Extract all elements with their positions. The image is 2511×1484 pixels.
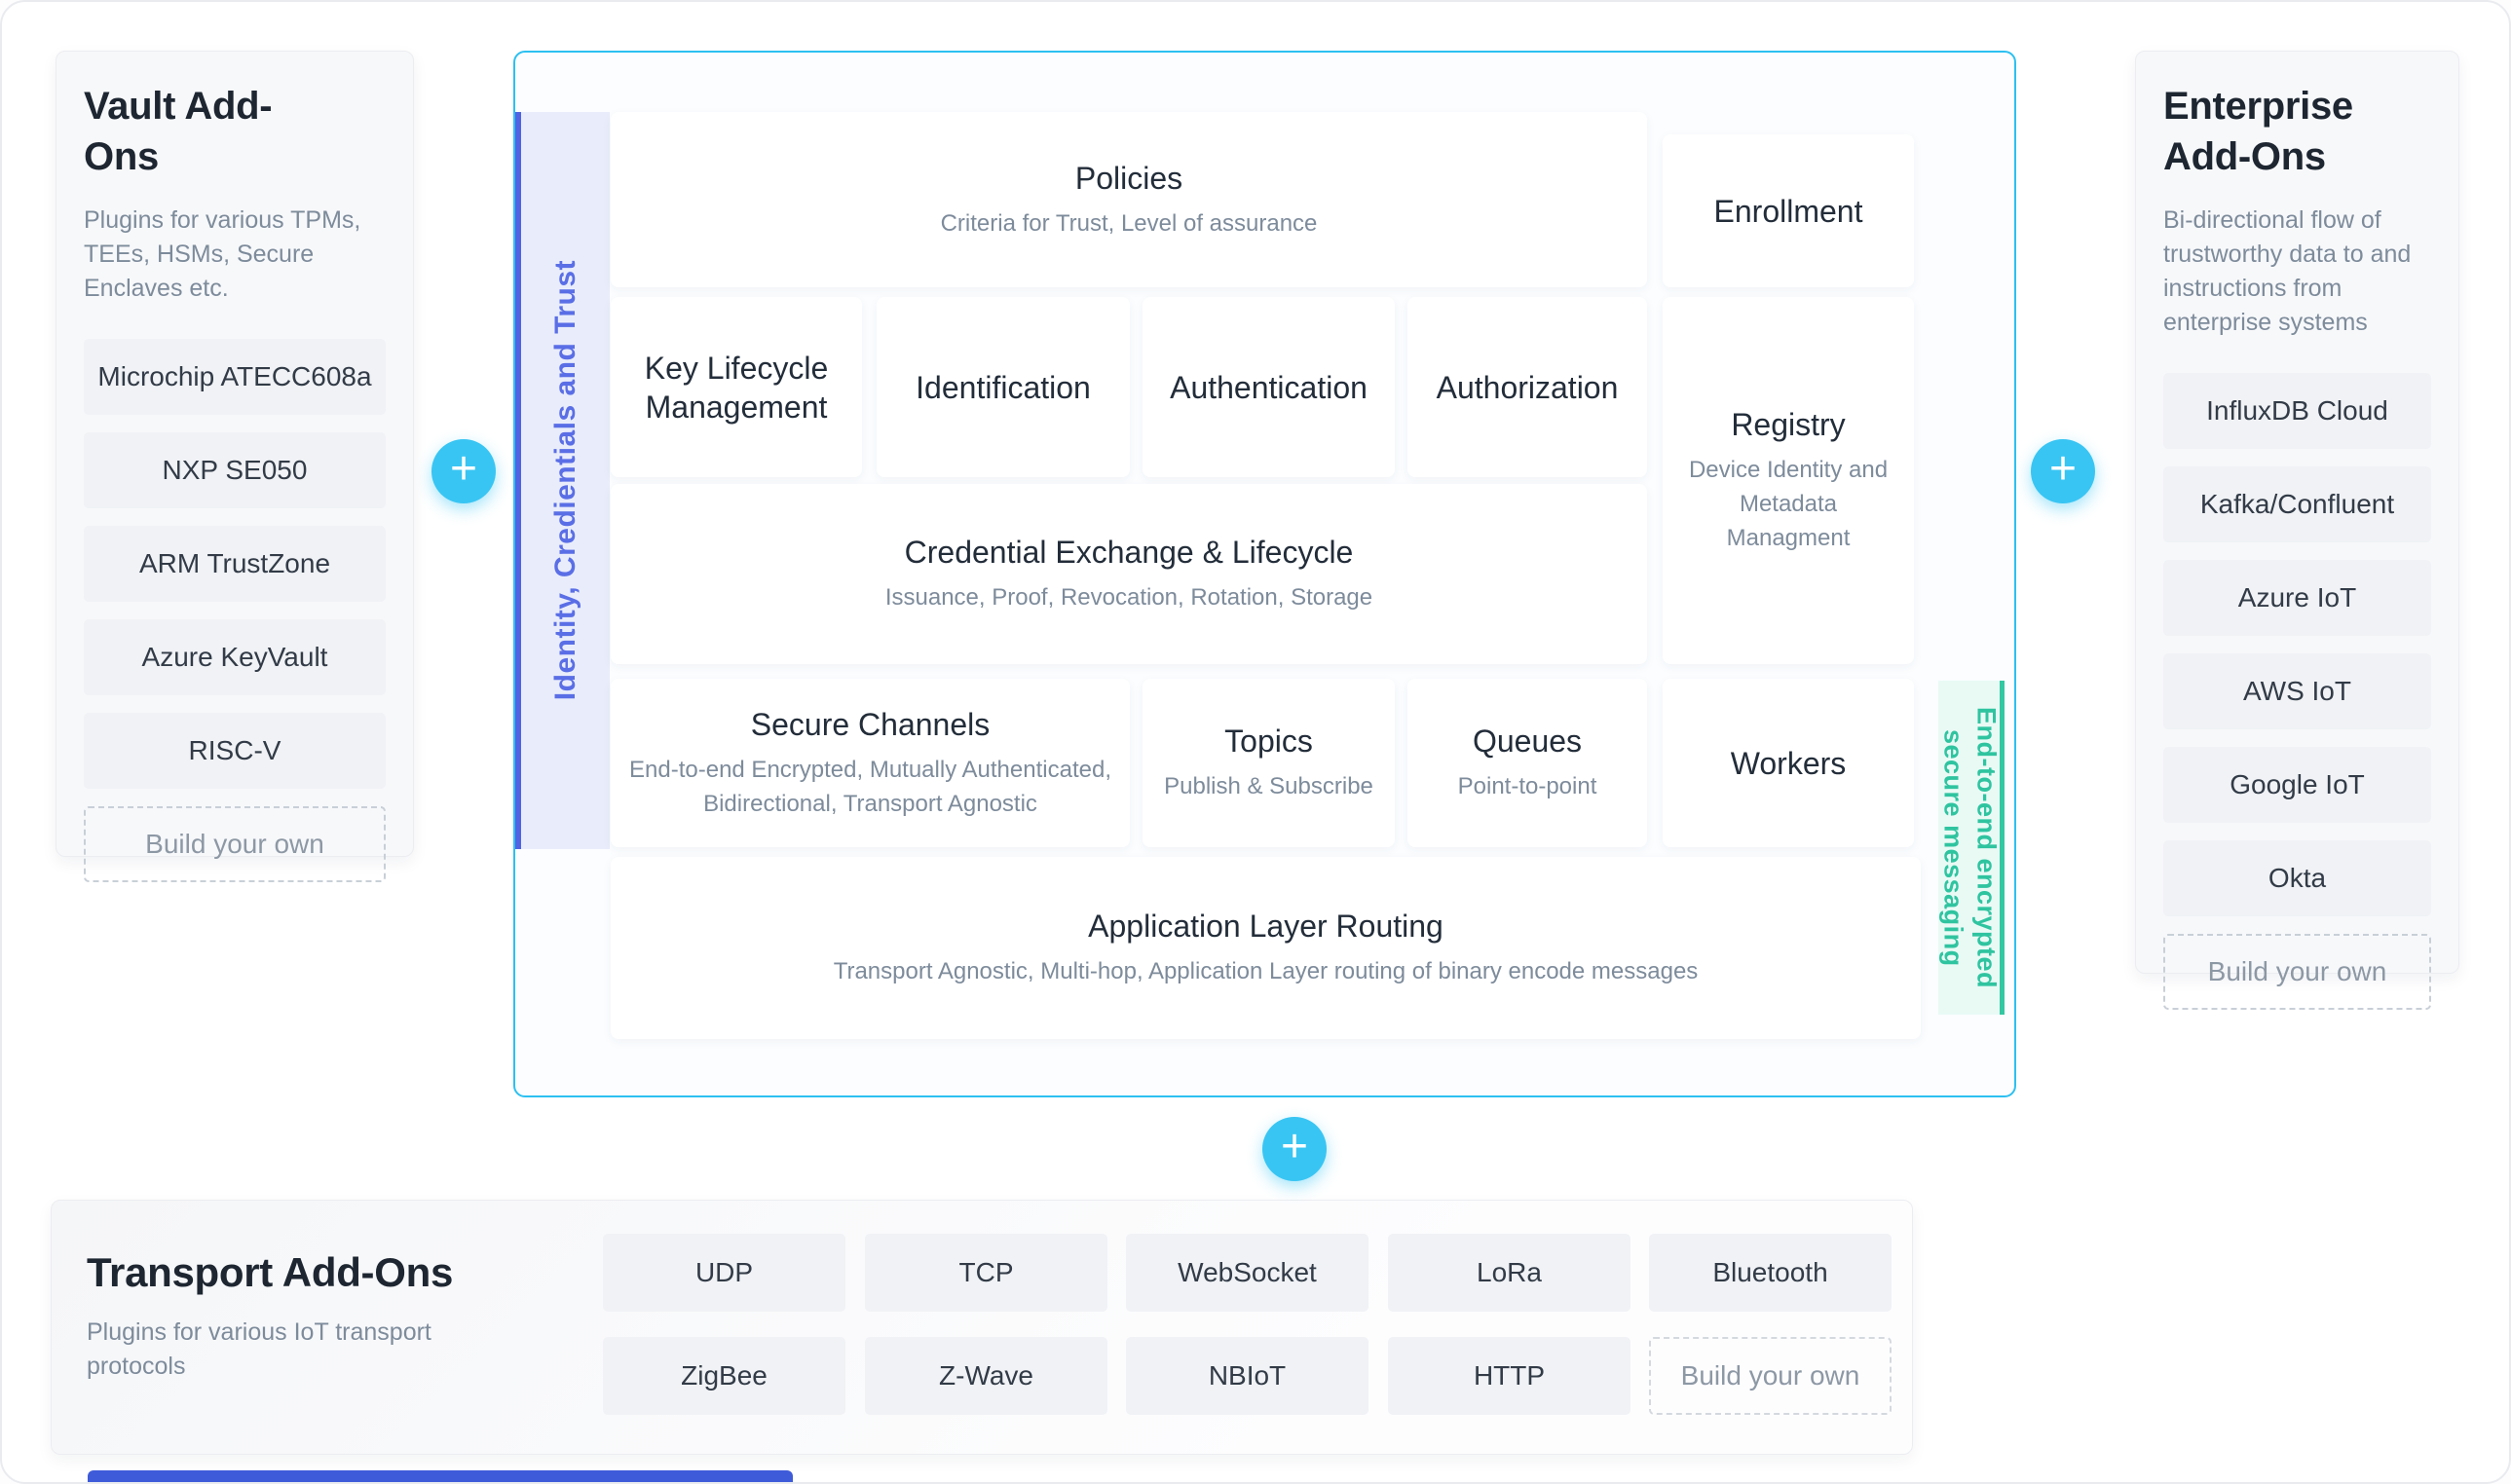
box-policies: Policies Criteria for Trust, Level of as… [611, 112, 1647, 287]
next-section-peek-bar [88, 1470, 793, 1482]
add-enterprise-addon-button[interactable]: + [2031, 439, 2095, 503]
box-queues-subtitle: Point-to-point [1457, 773, 1597, 800]
transport-panel-title: Transport Add-Ons [87, 1249, 454, 1295]
enterprise-item-azure-iot[interactable]: Azure IoT [2163, 560, 2431, 636]
add-transport-addon-button[interactable]: + [1262, 1117, 1327, 1181]
vault-build-your-own[interactable]: Build your own [84, 806, 386, 882]
transport-item-zwave[interactable]: Z-Wave [865, 1337, 1107, 1415]
transport-addons-panel: Transport Add-Ons Plugins for various Io… [51, 1200, 1913, 1455]
transport-item-http[interactable]: HTTP [1388, 1337, 1630, 1415]
transport-build-your-own[interactable]: Build your own [1649, 1337, 1892, 1415]
transport-item-bluetooth[interactable]: Bluetooth [1649, 1234, 1892, 1312]
box-authorization: Authorization [1407, 297, 1647, 477]
transport-panel-subtitle: Plugins for various IoT transport protoc… [87, 1318, 431, 1380]
box-topics: Topics Publish & Subscribe [1143, 679, 1395, 847]
core-platform-panel: Identity, Credientials and Trust End-to-… [513, 51, 2016, 1097]
box-enrollment: Enrollment [1663, 134, 1914, 287]
enterprise-item-google-iot[interactable]: Google IoT [2163, 747, 2431, 823]
transport-item-websocket[interactable]: WebSocket [1126, 1234, 1368, 1312]
box-key-lifecycle-management: Key Lifecycle Management [611, 297, 862, 477]
vault-item-list: Microchip ATECC608a NXP SE050 ARM TrustZ… [84, 339, 386, 882]
identity-rail-label: Identity, Credientials and Trust [548, 260, 581, 701]
enterprise-item-list: InfluxDB Cloud Kafka/Confluent Azure IoT… [2163, 373, 2431, 1010]
vault-item-arm-trustzone[interactable]: ARM TrustZone [84, 526, 386, 602]
transport-item-udp[interactable]: UDP [603, 1234, 845, 1312]
box-policies-subtitle: Criteria for Trust, Level of assurance [940, 209, 1318, 237]
box-identification-title: Identification [916, 369, 1091, 405]
box-identification: Identification [877, 297, 1130, 477]
box-secure-channels-title: Secure Channels [750, 706, 991, 742]
vault-panel-subtitle: Plugins for various TPMs, TEEs, HSMs, Se… [84, 206, 361, 302]
transport-item-nbiot[interactable]: NBIoT [1126, 1337, 1368, 1415]
box-policies-title: Policies [1074, 160, 1183, 196]
box-authorization-title: Authorization [1436, 369, 1619, 405]
box-credential-exchange-title: Credential Exchange & Lifecycle [904, 535, 1354, 571]
vault-addons-panel: Vault Add-Ons Plugins for various TPMs, … [56, 51, 414, 882]
box-workers: Workers [1663, 679, 1914, 847]
box-application-layer-routing: Application Layer Routing Transport Agno… [611, 857, 1921, 1039]
vault-item-risc-v[interactable]: RISC-V [84, 713, 386, 789]
e2e-rail-line2: secure messaging [1938, 728, 1968, 967]
vault-panel-title: Vault Add-Ons [84, 85, 273, 178]
box-authentication: Authentication [1143, 297, 1395, 477]
box-topics-title: Topics [1224, 723, 1313, 760]
box-secure-channels-subtitle: End-to-end Encrypted, Mutually Authentic… [629, 756, 1111, 817]
box-credential-exchange: Credential Exchange & Lifecycle Issuance… [611, 484, 1647, 664]
box-enrollment-title: Enrollment [1713, 193, 1863, 229]
box-workers-title: Workers [1730, 745, 1847, 781]
enterprise-item-aws-iot[interactable]: AWS IoT [2163, 653, 2431, 729]
box-queues: Queues Point-to-point [1407, 679, 1647, 847]
box-key-lifecycle-title: Key Lifecycle Management [644, 350, 829, 425]
plus-icon: + [2048, 443, 2078, 495]
transport-item-lora[interactable]: LoRa [1388, 1234, 1630, 1312]
enterprise-panel-title: Enterprise Add-Ons [2163, 85, 2353, 178]
box-credential-exchange-subtitle: Issuance, Proof, Revocation, Rotation, S… [884, 584, 1373, 612]
transport-item-tcp[interactable]: TCP [865, 1234, 1107, 1312]
box-topics-subtitle: Publish & Subscribe [1164, 773, 1373, 800]
enterprise-build-your-own[interactable]: Build your own [2163, 934, 2431, 1010]
box-registry-subtitle: Device Identity and Metadata Managment [1688, 457, 1889, 551]
plus-icon: + [449, 443, 478, 495]
box-app-routing-title: Application Layer Routing [1088, 909, 1443, 945]
identity-credentials-trust-rail: Identity, Credientials and Trust [515, 112, 610, 849]
enterprise-addons-panel: Enterprise Add-Ons Bi-directional flow o… [2135, 51, 2459, 1010]
box-secure-channels: Secure Channels End-to-end Encrypted, Mu… [611, 679, 1130, 847]
enterprise-item-influxdb-cloud[interactable]: InfluxDB Cloud [2163, 373, 2431, 449]
vault-item-nxp-se050[interactable]: NXP SE050 [84, 432, 386, 508]
e2e-rail-line1: End-to-end encrypted [1971, 706, 2002, 988]
vault-item-azure-keyvault[interactable]: Azure KeyVault [84, 619, 386, 695]
transport-item-zigbee[interactable]: ZigBee [603, 1337, 845, 1415]
add-vault-addon-button[interactable]: + [431, 439, 496, 503]
box-registry: Registry Device Identity and Metadata Ma… [1663, 297, 1914, 664]
plus-icon: + [1280, 1121, 1309, 1172]
enterprise-item-kafka-confluent[interactable]: Kafka/Confluent [2163, 466, 2431, 542]
transport-panel-head: Transport Add-Ons Plugins for various Io… [87, 1249, 506, 1384]
enterprise-panel-subtitle: Bi-directional flow of trustworthy data … [2163, 206, 2412, 336]
box-queues-title: Queues [1472, 723, 1583, 760]
box-app-routing-subtitle: Transport Agnostic, Multi-hop, Applicati… [833, 958, 1699, 985]
box-authentication-title: Authentication [1170, 369, 1368, 405]
vault-item-microchip-atecc608a[interactable]: Microchip ATECC608a [84, 339, 386, 415]
box-registry-title: Registry [1731, 407, 1846, 443]
enterprise-item-okta[interactable]: Okta [2163, 840, 2431, 916]
